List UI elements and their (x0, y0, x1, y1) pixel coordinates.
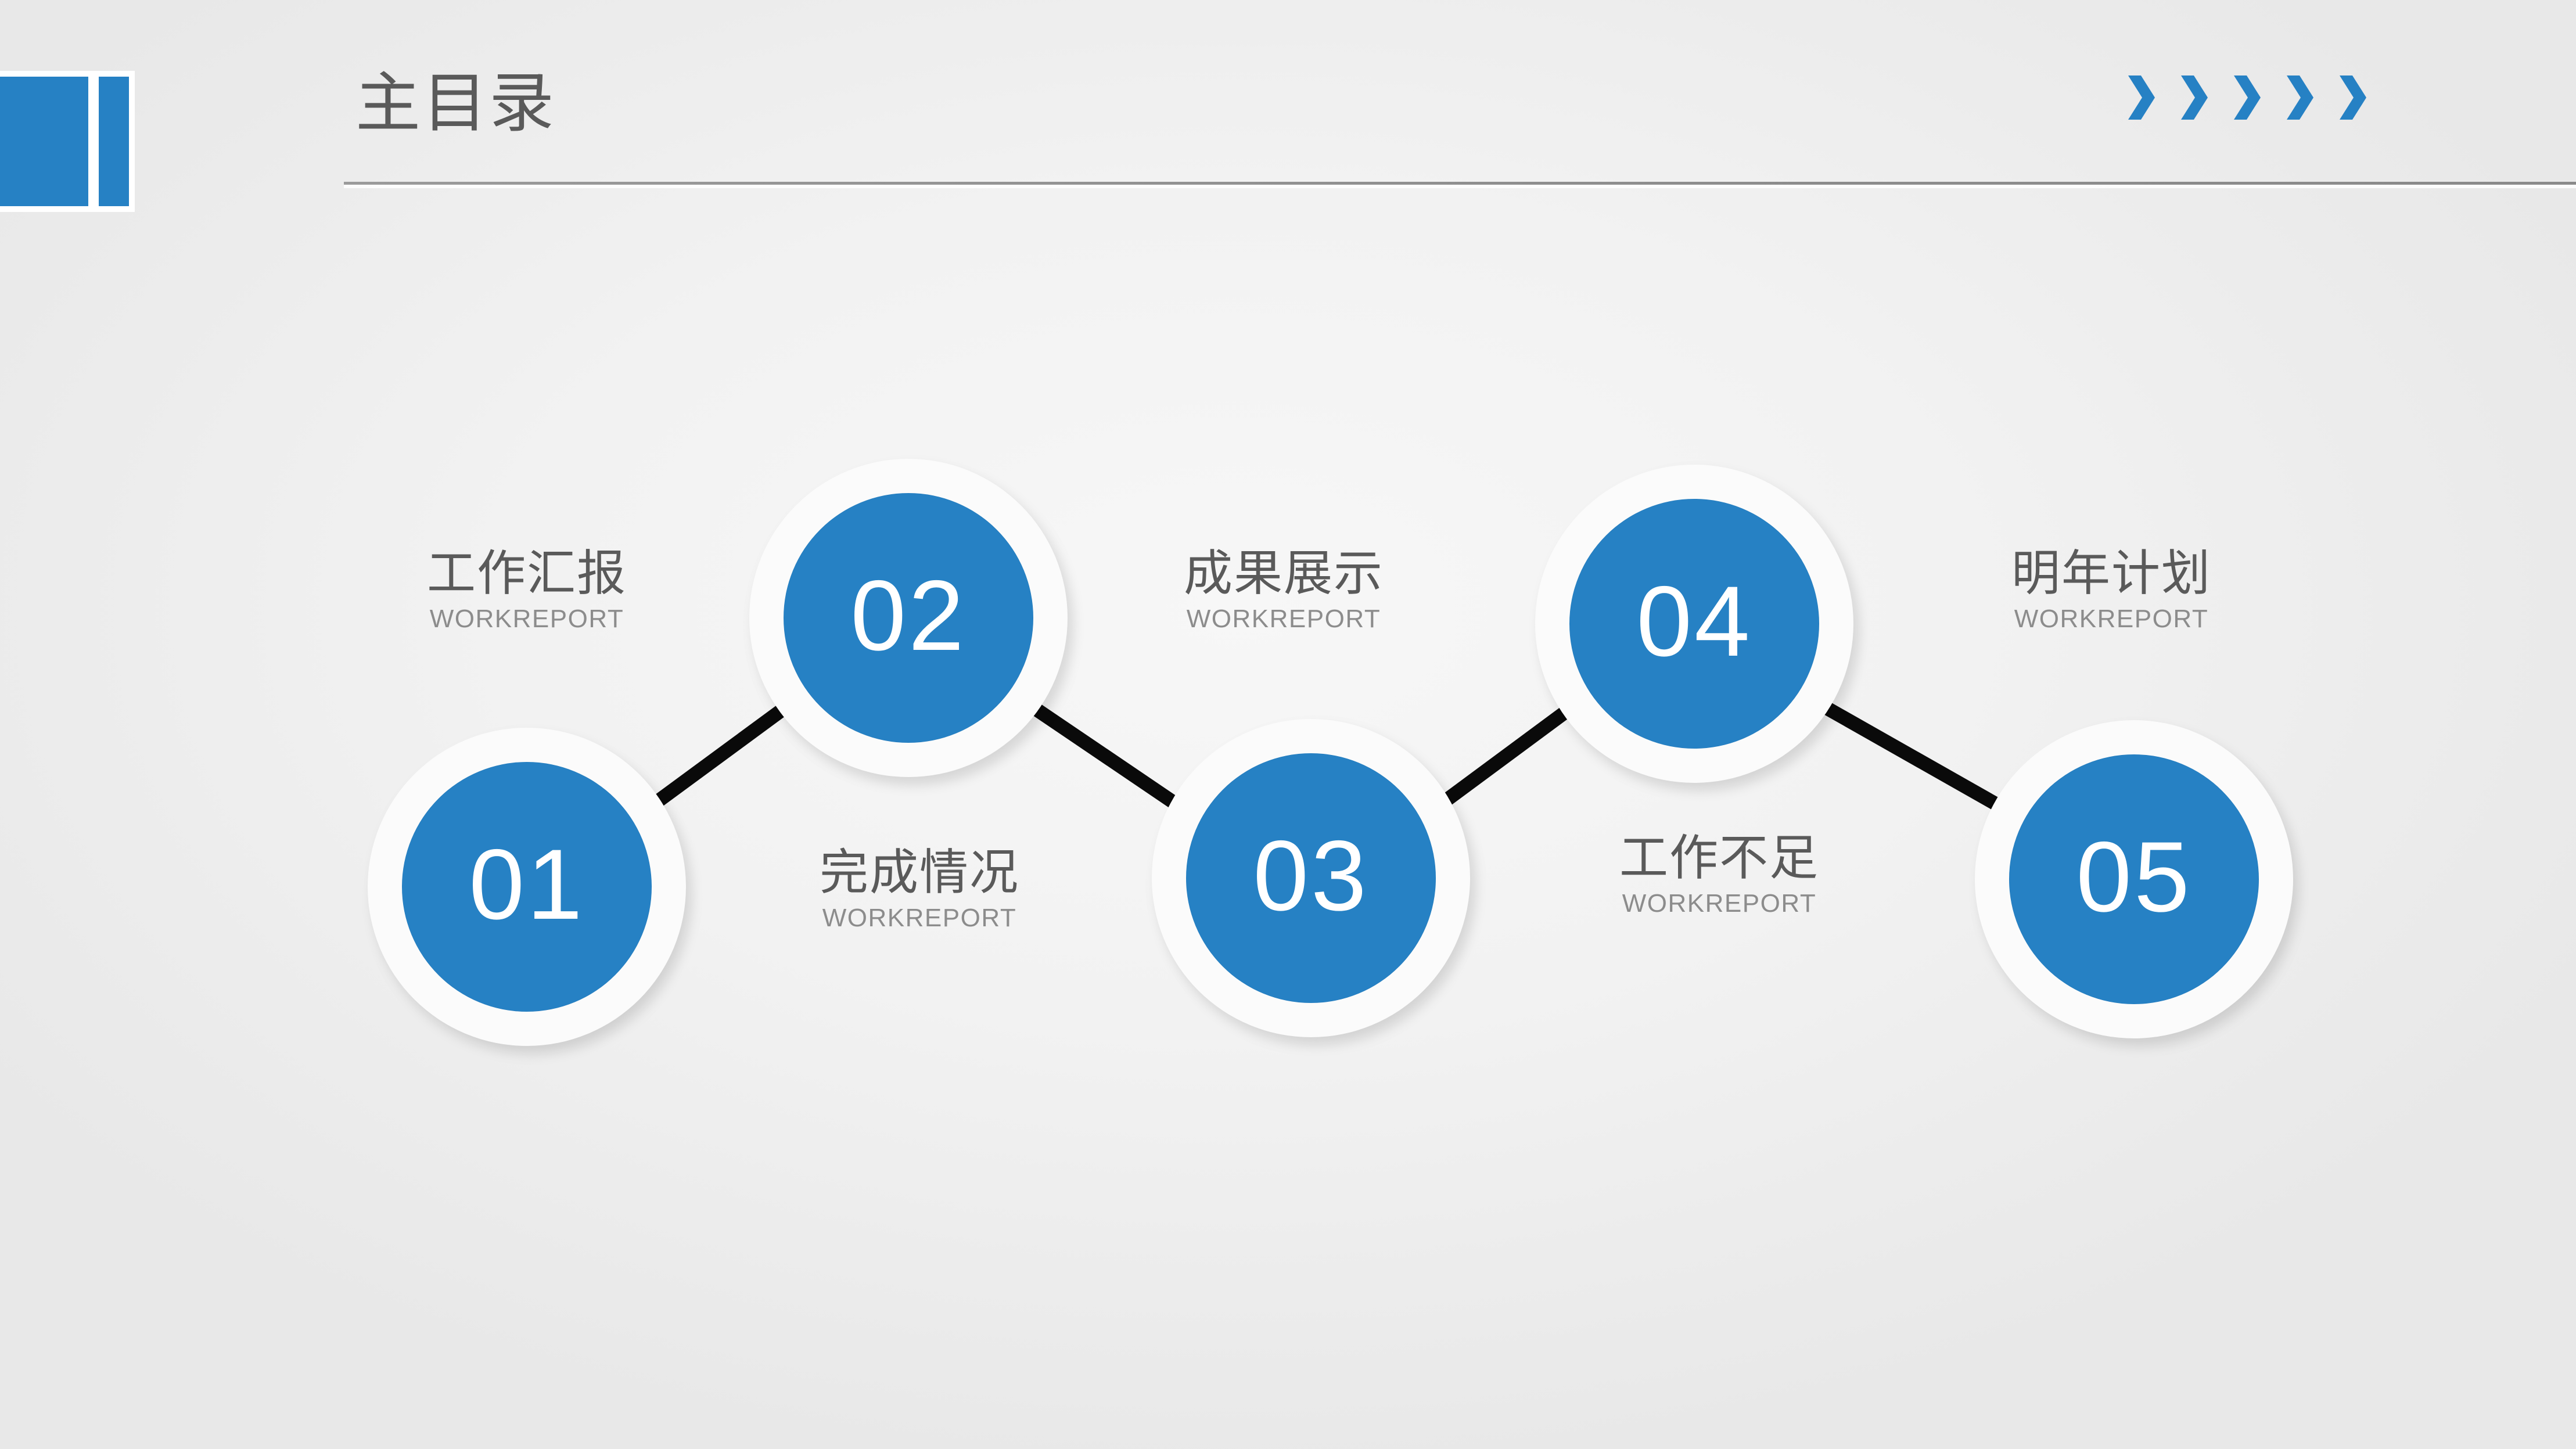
process-node-disc: 01 (402, 762, 652, 1012)
process-node-01[interactable]: 01 (368, 728, 686, 1046)
process-label-04: 工作不足 WORKREPORT (1557, 830, 1882, 918)
process-node-number: 02 (850, 560, 967, 671)
chevron-right-icon (2179, 75, 2209, 120)
process-node-04[interactable]: 04 (1535, 465, 1853, 783)
process-node-disc: 02 (784, 493, 1033, 743)
process-label-subtitle: WORKREPORT (822, 904, 1017, 933)
header-rule (344, 182, 2576, 185)
process-label-01: 工作汇报 WORKREPORT (364, 546, 689, 633)
connector-01-02 (637, 694, 800, 819)
process-node-number: 03 (1253, 820, 1369, 932)
process-label-02: 完成情况 WORKREPORT (757, 845, 1082, 932)
process-label-title: 完成情况 (819, 845, 1019, 900)
process-node-number: 04 (1636, 566, 1752, 677)
process-node-disc: 03 (1186, 753, 1436, 1003)
process-label-subtitle: WORKREPORT (2014, 605, 2209, 634)
process-label-03: 成果展示 WORKREPORT (1121, 546, 1446, 633)
logo-bar-narrow (99, 77, 129, 206)
process-label-title: 工作汇报 (426, 546, 627, 601)
chevron-right-icon (2337, 75, 2367, 120)
connector-04-05 (1809, 693, 2010, 817)
process-label-title: 成果展示 (1183, 546, 1384, 601)
process-node-disc: 04 (1569, 499, 1819, 749)
process-label-title: 工作不足 (1619, 830, 1819, 885)
process-node-02[interactable]: 02 (749, 459, 1068, 777)
process-label-subtitle: WORKREPORT (1186, 605, 1381, 634)
process-label-05: 明年计划 WORKREPORT (1949, 546, 2274, 633)
connector-03-04 (1424, 700, 1579, 819)
process-node-disc: 05 (2009, 754, 2259, 1004)
header-logo-mark (0, 60, 132, 223)
process-node-03[interactable]: 03 (1152, 719, 1470, 1037)
chevron-right-icon (2232, 75, 2262, 120)
process-node-number: 01 (469, 829, 585, 940)
logo-bar-wide (0, 77, 88, 206)
page-title: 主目录 (355, 67, 556, 139)
process-label-title: 明年计划 (2011, 546, 2211, 601)
connector-02-03 (1018, 694, 1198, 822)
chevron-group (2126, 75, 2367, 120)
process-node-number: 05 (2076, 821, 2192, 933)
chevron-right-icon (2126, 75, 2156, 120)
process-node-05[interactable]: 05 (1975, 720, 2293, 1038)
process-label-subtitle: WORKREPORT (429, 605, 624, 634)
process-label-subtitle: WORKREPORT (1622, 889, 1817, 918)
chevron-right-icon (2284, 75, 2315, 120)
header-rule-highlight (344, 185, 2576, 188)
